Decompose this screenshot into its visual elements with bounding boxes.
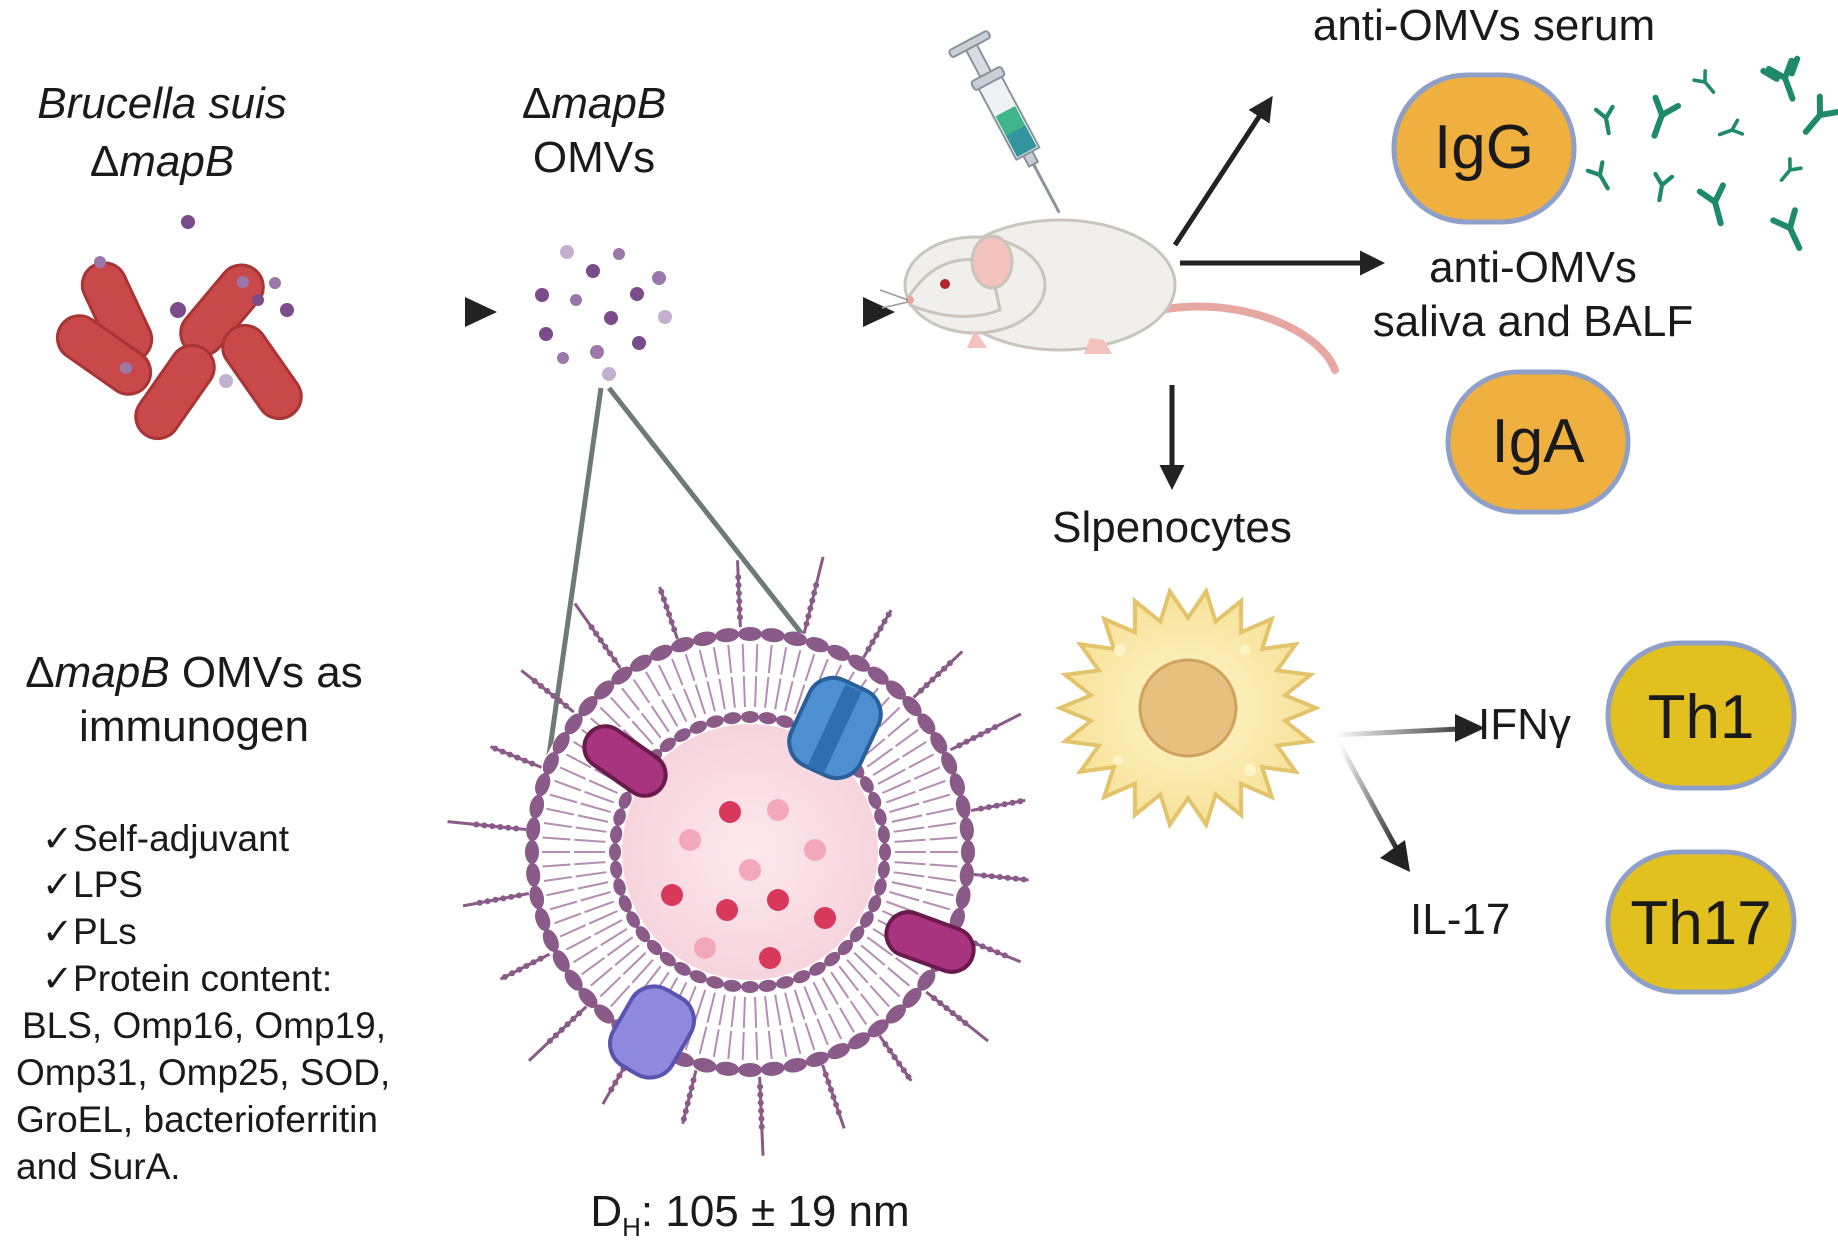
iga-badge: IgA — [1445, 369, 1631, 515]
protein-line: GroEL, bacterioferritin — [16, 1099, 378, 1140]
arrow-to-il17 — [1337, 743, 1403, 857]
protein-line: Omp31, Omp25, SOD, — [16, 1052, 391, 1093]
th17-label: Th17 — [1630, 889, 1771, 958]
protein-line: BLS, Omp16, Omp19, — [22, 1005, 387, 1046]
th17-badge: Th17 — [1605, 849, 1797, 995]
zoom-line-left — [539, 387, 604, 806]
membrane-protein-blue — [787, 675, 883, 781]
saliva-label-2: saliva and BALF — [1372, 297, 1694, 346]
omv-vesicle-icon — [447, 556, 1029, 1156]
splenocyte-cell-icon — [1054, 586, 1322, 830]
brucella-gene-label: ΔmapB — [89, 137, 235, 186]
arrow-to-serum — [1172, 95, 1273, 247]
bacteria-cluster-icon — [55, 215, 303, 441]
omv-dots-icon — [535, 245, 672, 381]
membrane-protein-violet — [608, 984, 696, 1080]
check-item: ✓PLs — [42, 911, 137, 952]
immunogen-title-1: ΔmapB OMVs as — [25, 648, 363, 697]
igg-badge: IgG — [1391, 72, 1577, 225]
antibody-icons — [1585, 55, 1838, 251]
saliva-label-1: anti-OMVs — [1429, 243, 1637, 292]
check-item: ✓Protein content: — [42, 958, 333, 999]
membrane-protein-magenta-2 — [884, 910, 976, 974]
syringe-icon — [948, 30, 1061, 214]
protein-line: and SurA. — [16, 1146, 181, 1187]
check-item: ✓Self-adjuvant — [42, 818, 289, 859]
membrane-protein-magenta-1 — [582, 724, 668, 798]
il17-label: IL-17 — [1410, 895, 1511, 944]
omv-gene-label: ΔmapB — [521, 79, 667, 128]
immunogen-title-2: immunogen — [79, 702, 309, 751]
ifn-gamma-label: IFNγ — [1478, 700, 1571, 749]
diameter-label: DH: 105 ± 19 nm — [590, 1187, 910, 1242]
check-item: ✓LPS — [42, 864, 143, 905]
th1-badge: Th1 — [1605, 640, 1797, 791]
iga-label: IgA — [1491, 407, 1585, 476]
igg-label: IgG — [1434, 113, 1534, 182]
splenocytes-label: Slpenocytes — [1052, 503, 1292, 552]
omv-label: OMVs — [532, 133, 656, 182]
th1-label: Th1 — [1648, 683, 1755, 752]
serum-label: anti-OMVs serum — [1312, 1, 1656, 50]
mouse-icon — [879, 218, 1339, 374]
brucella-species-label: Brucella suis — [37, 79, 287, 128]
